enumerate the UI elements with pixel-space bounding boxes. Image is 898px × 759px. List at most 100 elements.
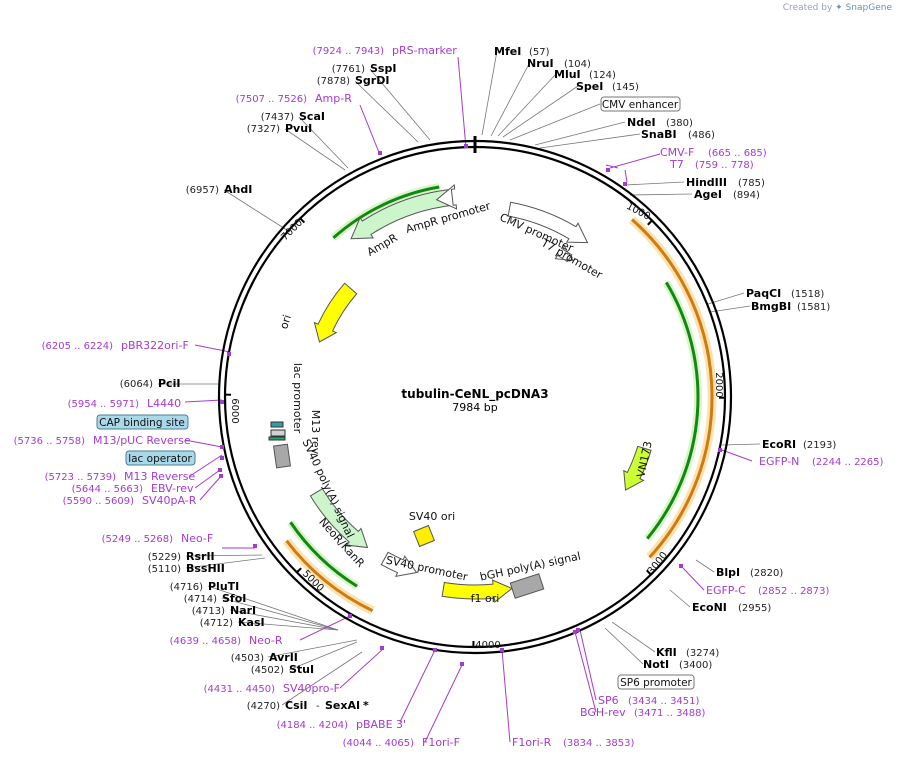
primer-site-mark-5 (220, 400, 224, 404)
primer-site-mark-17 (573, 630, 577, 634)
tick-1000 (647, 219, 653, 226)
primer-site-mark-6 (220, 445, 224, 449)
leader-line-28 (298, 116, 349, 169)
leader-line-20 (221, 597, 339, 631)
enzyme-noti-pos: (3400) (679, 660, 712, 671)
primer-f1ori-f-pos: (4044 .. 4065) (343, 738, 415, 749)
dash-separator: - (316, 701, 320, 712)
primer-site-mark-8 (218, 468, 222, 472)
primer-egfp-c-pos: (2852 .. 2873) (758, 586, 830, 597)
snapgene-brand: Created by ✦ SnapGene (783, 3, 892, 13)
primer-leader-15 (501, 649, 511, 743)
enzyme-nrui: NruI (527, 57, 554, 70)
enzyme-rsrii: RsrII (186, 550, 215, 563)
leader-line-14 (611, 621, 656, 653)
leader-line-9 (707, 292, 745, 305)
enzyme-bsshii: BssHII (186, 562, 225, 575)
enzyme-hindiii: HindIII (686, 176, 727, 189)
feature-label-sv40-promoter: SV40 promoter (385, 554, 469, 584)
enzyme-ecori: EcoRI (762, 438, 796, 451)
enzyme-bmgbi-pos: (1581) (797, 302, 830, 313)
primer-site-mark-1 (378, 151, 382, 155)
enzyme-ndei: NdeI (627, 116, 656, 129)
enzyme-pvui-pos: (7327) (247, 124, 280, 135)
enzyme-sfoi: SfoI (222, 592, 246, 605)
feature-sv40-promoter-arrow (380, 551, 418, 577)
primer-bgh-rev-pos: (3471 .. 3488) (634, 708, 706, 719)
primer-neo-f: Neo-F (181, 532, 213, 545)
enzyme-hindiii-pos: (785) (738, 178, 765, 189)
enzyme-kasi-pos: (4712) (200, 618, 233, 629)
leader-line-1 (490, 61, 531, 137)
enzyme-agei: AgeI (694, 188, 722, 201)
tick-label-7000: 7000 (279, 217, 305, 243)
lac-operator-box (125, 450, 196, 466)
leader-line-24 (185, 557, 266, 569)
snapgene-logo-icon: ✦ (835, 3, 843, 13)
feature-vn173-arrow (623, 445, 652, 491)
green-band-egfp (646, 281, 700, 540)
enzyme-scai: ScaI (299, 110, 325, 123)
leader-line-27 (284, 128, 346, 171)
feature-cap-site-mark (270, 421, 284, 428)
primer-leader-8 (194, 469, 221, 489)
enzyme-scai-pos: (7437) (261, 112, 294, 123)
enzyme-mlui: MluI (554, 68, 581, 81)
enzyme-nari-pos: (4713) (192, 606, 225, 617)
primer-leader-5 (184, 399, 223, 403)
primer-prs-marker-pos: (7924 .. 7943) (313, 46, 385, 57)
primer-site-mark-10 (253, 544, 257, 548)
feature-bgh-polya-block (509, 573, 545, 599)
enzyme-pcii-pos: (6064) (120, 379, 153, 390)
cap-binding-site-label: CAP binding site (99, 417, 185, 429)
primer-t7: T7 (669, 158, 684, 171)
sexai-mark: * (363, 699, 369, 712)
feature-label-ori: ori (277, 313, 294, 331)
enzyme-sexai: SexAI (325, 699, 360, 712)
enzyme-sgrdi: SspI (370, 62, 396, 75)
feature-label-sv40-ori: SV40 ori (409, 510, 455, 523)
primer-egfp-n: EGFP-N (759, 455, 799, 468)
lac-operator-label: lac operator (128, 453, 192, 465)
primer-leader-6 (184, 439, 223, 448)
enzyme-pvui: PvuI (285, 122, 312, 135)
primer-leader-0 (457, 56, 467, 149)
leader-line-18 (288, 641, 358, 671)
primer-sv40pro-f-pos: (4431 .. 4450) (204, 684, 276, 695)
feature-lac-operator-mark (270, 429, 286, 437)
primer-leader-17 (574, 631, 597, 713)
green-band-ampr (332, 185, 440, 239)
enzyme-paqci: PaqCI (746, 287, 781, 300)
enzyme-spei-pos: (145) (612, 82, 639, 93)
primer-sv40pa-r: SV40pA-R (142, 494, 197, 507)
leader-line-29 (354, 80, 419, 143)
primer-t7-pos: (759 .. 778) (695, 160, 754, 171)
primer-m13-reverse: M13 Reverse (124, 470, 195, 483)
enzyme-noti: NotI (643, 658, 669, 671)
enzyme-paqci-pos: (1518) (791, 289, 824, 300)
primer-amp-r: Amp-R (315, 92, 352, 105)
enzyme-sfoi-pos: (4714) (184, 594, 217, 605)
feature-sv40-ori-block (412, 524, 436, 548)
enzyme-econi-pos: (2955) (738, 603, 771, 614)
primer-leader-7 (189, 454, 223, 477)
primer-f1ori-f: F1ori-F (422, 736, 460, 749)
primer-m13puc-reverse: M13/pUC Reverse (93, 434, 191, 447)
primer-site-mark-13 (433, 648, 437, 652)
primer-site-mark-3 (623, 182, 627, 186)
feature-ampr-arrow (350, 188, 453, 240)
plasmid-length: 7984 bp (452, 401, 497, 414)
enzyme-ahdi-pos: (6957) (186, 185, 219, 196)
feature-label-f1-ori: f1 ori (471, 592, 500, 605)
enzyme-spei: SpeI (576, 80, 603, 93)
enzyme-mlui-pos: (124) (589, 70, 616, 81)
primer-ebv-rev-pos: (5644 .. 5663) (72, 484, 144, 495)
primer-f1ori-r: F1ori-R (512, 736, 552, 749)
leader-line-26 (223, 189, 291, 233)
enzyme-sspi: SgrDI (355, 74, 389, 87)
enzyme-stui: StuI (289, 663, 314, 676)
primer-site-mark-2 (606, 168, 610, 172)
feature-m13-mark (268, 436, 286, 441)
primer-neo-f-pos: (5249 .. 5268) (102, 534, 174, 545)
primer-leader-11 (299, 615, 351, 641)
